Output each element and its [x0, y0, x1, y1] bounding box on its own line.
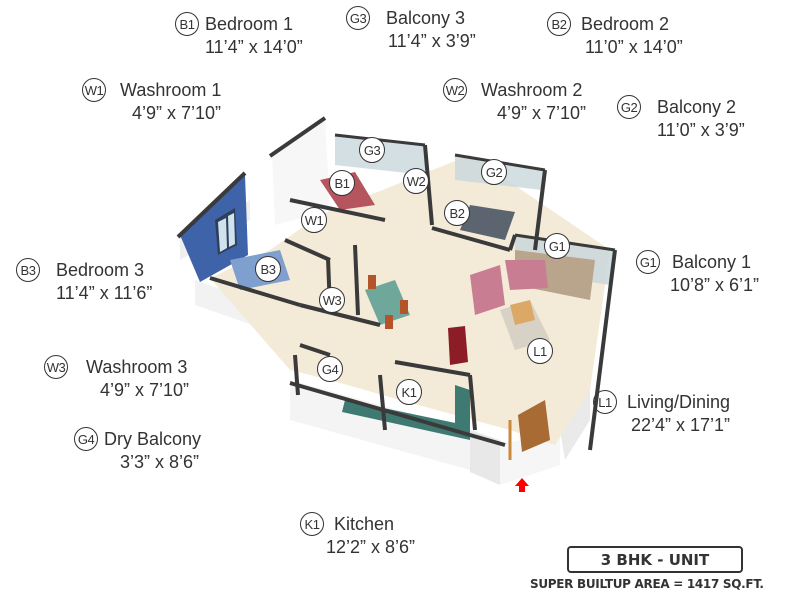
room-dims: 12’2” x 8’6” [326, 537, 416, 557]
floor-plan-drawing [176, 116, 617, 492]
room-name: Balcony 3 [386, 8, 466, 28]
legend-washroom-2: W2 Washroom 2 4’9” x 7’10” [443, 78, 586, 124]
room-name: Dry Balcony [104, 429, 202, 449]
legend-bedroom-3: B3 Bedroom 3 11’4” x 11’6” [16, 258, 152, 304]
plan-marker-w1: W1 [301, 207, 327, 233]
room-name: Bedroom 2 [581, 14, 670, 34]
red-arrow-up-icon [515, 478, 529, 492]
room-dims: 11’4” x 14’0” [205, 37, 303, 57]
room-code-badge: W1 [82, 78, 106, 102]
legend-washroom-3: W3 Washroom 3 4’9” x 7’10” [44, 355, 189, 401]
room-dims: 22’4” x 17’1” [631, 415, 731, 435]
room-dims: 4’9” x 7’10” [132, 103, 222, 123]
plan-marker-g3: G3 [359, 137, 385, 163]
plan-marker-w2: W2 [403, 168, 429, 194]
legend-balcony-3: G3 Balcony 3 11’4” x 3’9” [346, 6, 476, 52]
legend-balcony-2: G2 Balcony 2 11’0” x 3’9” [617, 95, 745, 141]
plan-marker-b3: B3 [255, 256, 281, 282]
plan-marker-g2: G2 [481, 159, 507, 185]
room-code-badge: B3 [16, 258, 40, 282]
room-dims: 10’8” x 6’1” [670, 275, 760, 295]
room-name: Kitchen [334, 514, 395, 534]
super-builtup-area: SUPER BUILTUP AREA = 1417 SQ.FT. [530, 577, 764, 591]
room-code-badge: W2 [443, 78, 467, 102]
plan-marker-b2: B2 [444, 200, 470, 226]
room-dims: 4’9” x 7’10” [497, 103, 587, 123]
floor-plan-illustration: G3 B1 W2 G2 W1 B2 G1 B3 W3 L1 G4 K1 [170, 100, 620, 500]
plan-marker-l1: L1 [527, 338, 553, 364]
plan-marker-k1: K1 [396, 379, 422, 405]
room-code-badge: B2 [547, 12, 571, 36]
plan-marker-g4: G4 [317, 356, 343, 382]
room-dims: 11’0” x 14’0” [585, 37, 683, 57]
room-dims: 11’4” x 3’9” [388, 31, 476, 51]
room-name: Bedroom 1 [205, 14, 294, 34]
room-name: Washroom 1 [120, 80, 222, 100]
room-name: Washroom 2 [481, 80, 583, 100]
legend-washroom-1: W1 Washroom 1 4’9” x 7’10” [82, 78, 221, 124]
room-code-badge: K1 [300, 512, 324, 536]
plan-marker-g1: G1 [544, 233, 570, 259]
plan-marker-w3: W3 [319, 287, 345, 313]
room-code-badge: W3 [44, 355, 68, 379]
room-code-badge: G3 [346, 6, 370, 30]
room-code-badge: G4 [74, 427, 98, 451]
room-dims: 4’9” x 7’10” [100, 380, 190, 400]
room-name: Bedroom 3 [56, 260, 145, 280]
legend-bedroom-2: B2 Bedroom 2 11’0” x 14’0” [547, 12, 683, 58]
room-name: Washroom 3 [86, 357, 188, 377]
legend-bedroom-1: B1 Bedroom 1 11’4” x 14’0” [175, 12, 303, 58]
legend-kitchen: K1 Kitchen 12’2” x 8’6” [300, 512, 415, 558]
legend-dry-balcony: G4 Dry Balcony 3’3” x 8’6” [74, 427, 201, 473]
room-name: Balcony 1 [672, 252, 752, 272]
room-code-badge: B1 [175, 12, 199, 36]
room-dims: 11’4” x 11’6” [56, 283, 153, 303]
unit-type-box: 3 BHK - UNIT [567, 546, 743, 573]
room-dims: 3’3” x 8’6” [120, 452, 200, 472]
legend-balcony-1: G1 Balcony 1 10’8” x 6’1” [636, 250, 759, 296]
room-code-badge: G1 [636, 250, 660, 274]
room-name: Living/Dining [627, 392, 731, 412]
room-name: Balcony 2 [657, 97, 737, 117]
plan-marker-b1: B1 [329, 170, 355, 196]
room-code-badge: G2 [617, 95, 641, 119]
room-dims: 11’0” x 3’9” [657, 120, 745, 140]
